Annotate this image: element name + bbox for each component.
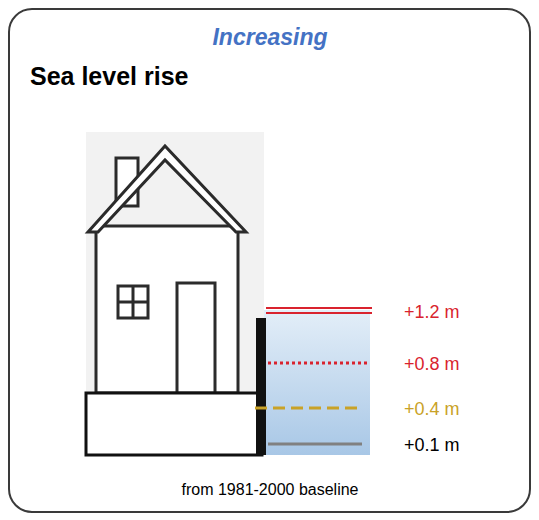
level-line [268,443,362,446]
window [118,286,148,318]
level-label: +0.1 m [404,435,460,456]
level-line [266,312,372,314]
sea-wall [256,318,266,455]
caption: from 1981-2000 baseline [181,481,358,499]
house-backdrop [86,132,264,394]
level-label: +0.8 m [404,354,460,375]
foundation [86,393,262,455]
roof [88,146,246,232]
door [177,283,215,393]
house-wall [96,226,238,393]
level-label: +0.4 m [404,399,460,420]
title: Sea level rise [30,62,188,91]
window-bar [118,301,148,304]
sea-water [264,310,370,455]
level-line [255,407,362,410]
level-label: +1.2 m [404,302,460,323]
level-line [268,362,368,365]
heading: Increasing [212,24,327,50]
level-line [266,307,372,309]
